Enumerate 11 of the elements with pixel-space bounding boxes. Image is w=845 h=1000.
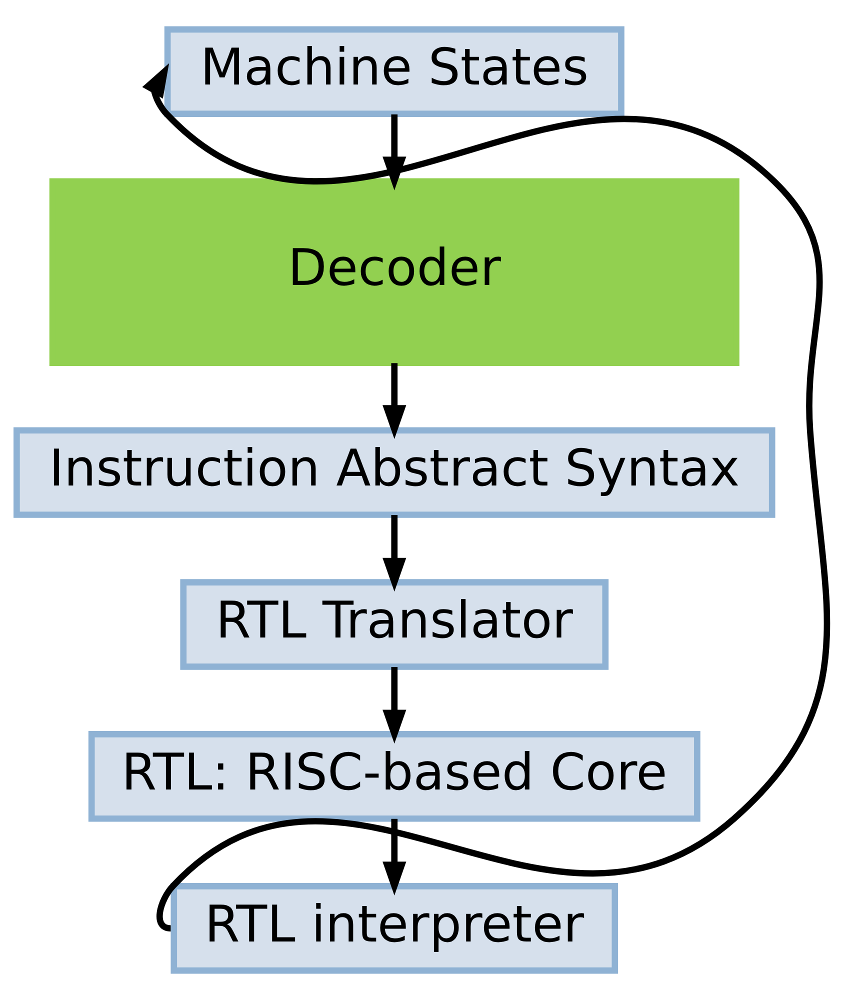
node-box: Machine States [164, 26, 624, 117]
node-box: RTL: RISC-based Core [88, 731, 700, 822]
arrow [382, 818, 406, 896]
node-box: RTL Translator [180, 579, 609, 670]
arrow [382, 515, 406, 592]
arrow [382, 363, 406, 439]
node-box: Decoder [49, 178, 740, 366]
node-box: RTL interpreter [170, 883, 618, 974]
arrow [382, 666, 406, 744]
node-box: Instruction Abstract Syntax [14, 427, 776, 518]
arrow [382, 114, 406, 190]
